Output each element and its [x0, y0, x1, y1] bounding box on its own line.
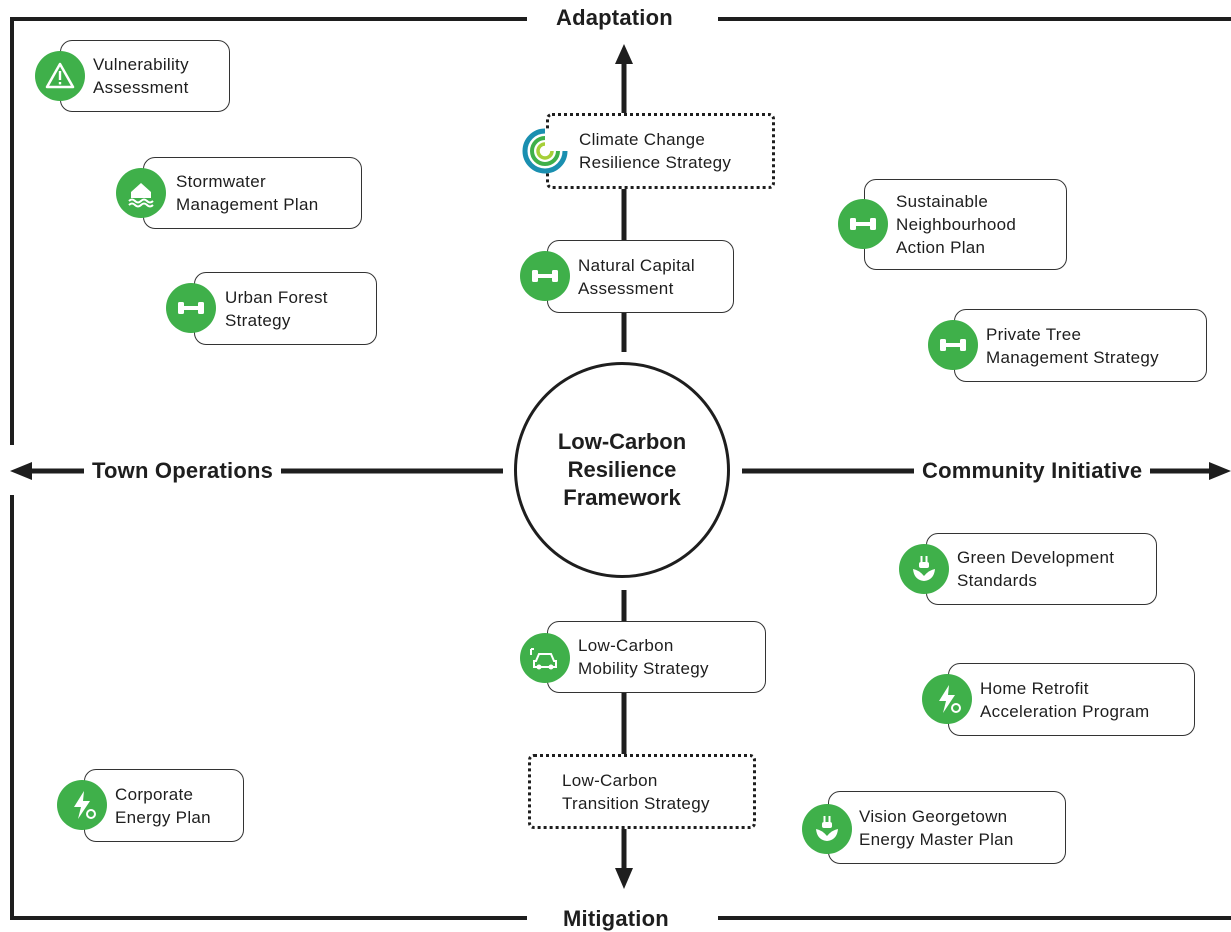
electric-car-icon	[520, 633, 570, 683]
axis-label-community-initiative: Community Initiative	[914, 458, 1151, 484]
outer-frame	[10, 17, 527, 920]
arrow-up-icon	[615, 44, 633, 64]
lightning-gear-icon	[57, 780, 107, 830]
node-label-line: Stormwater	[176, 172, 266, 191]
node-label-line: Home Retrofit	[980, 678, 1089, 698]
lightning-gear-icon	[922, 674, 972, 724]
node-label-line: Vision Georgetown	[859, 806, 1008, 826]
dumbbell-icon	[520, 251, 570, 301]
node-label-line: Climate Change	[579, 130, 706, 149]
outer-frame-right	[718, 17, 1231, 920]
node-label-line: Private Tree	[986, 324, 1082, 344]
axis-label-mitigation: Mitigation	[555, 906, 677, 932]
arrow-down-icon	[615, 868, 633, 889]
dumbbell-icon	[928, 320, 978, 370]
node-label-line: Neighbourhood	[896, 215, 1017, 234]
node-label-line: Vulnerability	[93, 55, 189, 74]
node-label-line: Low-Carbon	[578, 636, 674, 655]
axis-label-adaptation: Adaptation	[548, 5, 681, 31]
node-label-line: Assessment	[578, 278, 674, 298]
plug-leaf-icon	[802, 804, 852, 854]
plug-leaf-icon	[899, 544, 949, 594]
axis-label-town-operations: Town Operations	[84, 458, 282, 484]
node-label-line: Urban Forest	[225, 287, 328, 307]
node-label-line: Low-Carbon	[562, 770, 658, 790]
node-label-line: Resilience Strategy	[579, 153, 732, 172]
warning-icon	[35, 51, 85, 101]
dumbbell-icon	[838, 199, 888, 249]
node-label-line: Energy Plan	[115, 807, 211, 827]
node-label-line: Green Development	[957, 548, 1115, 567]
node-label-line: Action Plan	[896, 238, 986, 257]
arrow-left-icon	[10, 462, 32, 480]
center-title-line2: Resilience	[567, 457, 677, 482]
node-label-line: Transition Strategy	[562, 793, 710, 813]
spiral-logo-icon	[522, 128, 568, 174]
node-label-line: Corporate	[115, 784, 194, 804]
center-title-line1: Low-Carbon	[557, 429, 687, 454]
node-label-line: Standards	[957, 571, 1038, 590]
node-label-line: Management Plan	[176, 195, 319, 214]
arrow-right-icon	[1209, 462, 1231, 480]
node-label-line: Strategy	[225, 310, 291, 330]
node-label-line: Acceleration Program	[980, 701, 1150, 721]
center-circle: Low-Carbon Resilience Framework	[514, 362, 730, 578]
flood-house-icon	[116, 168, 166, 218]
node-label-line: Assessment	[93, 78, 189, 97]
node-label-line: Natural Capital	[578, 255, 695, 275]
dumbbell-icon	[166, 283, 216, 333]
node-label-line: Energy Master Plan	[859, 829, 1014, 849]
node-label-line: Mobility Strategy	[578, 659, 709, 678]
node-label-line: Sustainable	[896, 192, 989, 211]
node-label-line: Management Strategy	[986, 347, 1159, 367]
center-title-line3: Framework	[563, 485, 681, 510]
